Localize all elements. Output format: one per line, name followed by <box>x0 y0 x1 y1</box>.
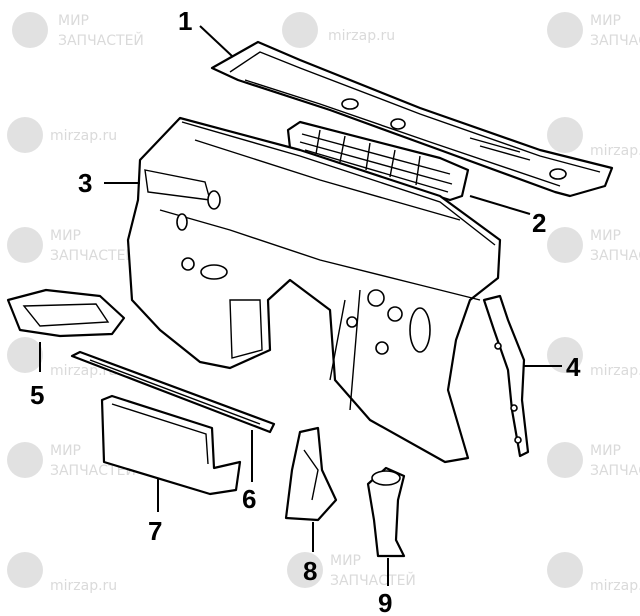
watermark-brand: МИР <box>330 553 361 569</box>
watermark-brand: МИР <box>590 443 621 459</box>
watermark-layer: МИР ЗАПЧАСТЕЙ mirzap.ru МИР ЗАПЧАСТЕЙ mi… <box>7 12 640 594</box>
watermark-tile-top-right: МИР ЗАПЧАСТЕЙ <box>547 12 640 49</box>
pin-logo-icon <box>282 12 318 48</box>
pin-logo-icon <box>547 12 583 48</box>
watermark-brand: МИР <box>50 228 81 244</box>
pin-logo-icon <box>547 442 583 478</box>
part-9-hose <box>366 466 406 558</box>
callout-labels: 1 2 3 4 5 6 7 8 9 <box>30 6 581 616</box>
watermark-tile-bottom-mid: МИР ЗАПЧАСТЕЙ <box>287 552 416 589</box>
watermark-site: mirzap.ru <box>590 363 640 379</box>
leader-1 <box>199 25 233 57</box>
watermark-brand: МИР <box>50 443 81 459</box>
watermark-tile-bottom-right: mirzap.ru <box>547 552 640 594</box>
callout-8: 8 <box>303 556 317 586</box>
callout-1: 1 <box>178 6 192 36</box>
watermark-site: mirzap.ru <box>328 28 395 44</box>
pin-logo-icon <box>7 337 43 373</box>
pin-logo-icon <box>547 117 583 153</box>
watermark-tile-row4-right: mirzap.ru <box>547 337 640 379</box>
watermark-tile-row5-right: МИР ЗАПЧАСТЕЙ <box>547 442 640 479</box>
pin-logo-icon <box>547 227 583 263</box>
watermark-tile-row2-left: mirzap.ru <box>7 117 117 153</box>
callout-9: 9 <box>378 588 392 616</box>
pin-logo-icon <box>7 227 43 263</box>
callout-4: 4 <box>566 352 581 382</box>
pin-logo-icon <box>547 552 583 588</box>
part-1-cowl-panel <box>210 40 614 198</box>
watermark-tile-top-left: МИР ЗАПЧАСТЕЙ <box>12 12 144 49</box>
watermark-site: mirzap.ru <box>50 128 117 144</box>
watermark-site: mirzap.ru <box>590 578 640 594</box>
callout-7: 7 <box>148 516 162 546</box>
watermark-brand-2: ЗАПЧАСТЕЙ <box>590 246 640 264</box>
part-8-duct <box>284 426 338 522</box>
pin-logo-icon <box>547 337 583 373</box>
callout-5: 5 <box>30 380 44 410</box>
callout-3: 3 <box>78 168 92 198</box>
pin-logo-icon <box>12 12 48 48</box>
callout-2: 2 <box>532 208 546 238</box>
part-7-lower-panel <box>100 394 242 496</box>
watermark-brand-2: ЗАПЧАСТЕЙ <box>590 461 640 479</box>
watermark-site: mirzap.ru <box>50 578 117 594</box>
pin-logo-icon <box>7 552 43 588</box>
part-6-brace <box>70 350 276 434</box>
watermark-tile-row3-right: МИР ЗАПЧАСТЕЙ <box>547 227 640 264</box>
watermark-brand-2: ЗАПЧАСТЕЙ <box>58 31 144 49</box>
leader-2 <box>469 195 531 215</box>
callout-6: 6 <box>242 484 256 514</box>
pin-logo-icon <box>7 117 43 153</box>
watermark-brand-2: ЗАПЧАСТЕЙ <box>590 31 640 49</box>
watermark-site: mirzap.ru <box>590 143 640 159</box>
watermark-brand: МИР <box>58 13 89 29</box>
watermark-tile-top-mid: mirzap.ru <box>282 12 395 48</box>
pin-logo-icon <box>7 442 43 478</box>
watermark-brand: МИР <box>590 13 621 29</box>
watermark-brand: МИР <box>590 228 621 244</box>
part-4-bracket <box>482 294 530 458</box>
part-3-dash-panel <box>126 116 502 464</box>
watermark-tile-bottom-left: mirzap.ru <box>7 552 117 594</box>
leader-lines <box>39 25 562 586</box>
part-5-insulator <box>6 288 126 338</box>
pin-logo-icon <box>287 552 323 588</box>
watermark-tile-row3-left: МИР ЗАПЧАСТЕЙ <box>7 227 136 264</box>
watermark-brand-2: ЗАПЧАСТЕЙ <box>330 571 416 589</box>
watermark-tile-row4-left: mirzap.ru <box>7 337 117 379</box>
watermark-brand-2: ЗАПЧАСТЕЙ <box>50 246 136 264</box>
watermark-tile-row2-right: mirzap.ru <box>547 117 640 159</box>
